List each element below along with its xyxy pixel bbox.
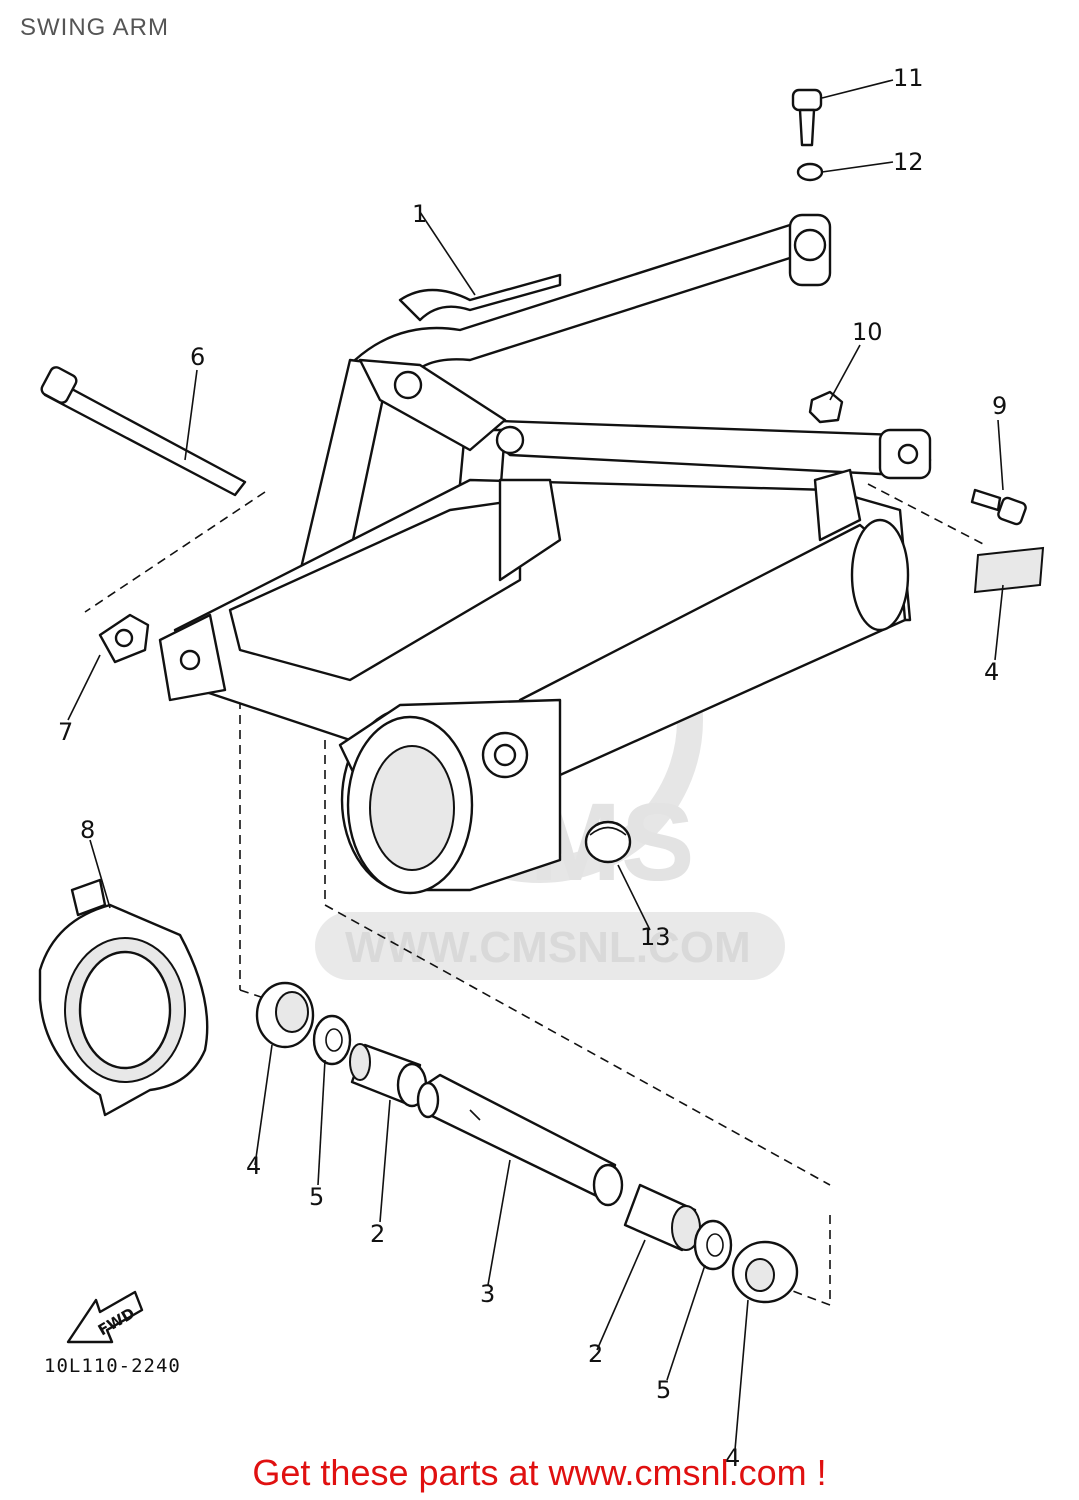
callout-7: 7 (58, 718, 73, 746)
leader-lines (67, 79, 1004, 1451)
callout-4-plate: 4 (984, 658, 999, 686)
callout-11: 11 (893, 64, 924, 92)
part-10-nut (808, 390, 844, 424)
callout-6: 6 (190, 343, 205, 371)
drawing-code: 10L110-2240 (44, 1355, 181, 1377)
part-8-cover (38, 878, 209, 1117)
fwd-arrow: FWD (66, 1290, 144, 1344)
part-3-collar-shaft (416, 1073, 624, 1207)
footer-link[interactable]: Get these parts at www.cmsnl.com ! (252, 1452, 827, 1493)
callout-4-left: 4 (246, 1152, 261, 1180)
part-4-oil-seal-right (731, 1240, 799, 1304)
part-4-oil-seal-left (255, 981, 315, 1049)
callout-8: 8 (80, 816, 95, 844)
part-13-cap (584, 820, 632, 864)
part-12-washer (796, 162, 824, 182)
part-2-bearing-left (349, 1043, 428, 1108)
callout-13: 13 (640, 923, 671, 951)
page-title: SWING ARM (20, 14, 170, 41)
part-4-label-plate (973, 546, 1045, 594)
part-6-pivot-shaft (40, 366, 247, 497)
callout-10: 10 (852, 318, 883, 346)
callout-5-left: 5 (309, 1183, 324, 1211)
part-11-bolt (791, 88, 823, 147)
part-5-washer-right (693, 1219, 733, 1271)
watermark-url: WWW.CMSNL.COM (345, 923, 751, 972)
assembly-guide-lines (84, 483, 986, 1307)
callout-1: 1 (412, 200, 427, 228)
callout-12: 12 (893, 148, 924, 176)
callout-2-left: 2 (370, 1220, 385, 1248)
callout-2-right: 2 (588, 1340, 603, 1368)
callout-labels: 1 2 2 3 4 4 4 5 5 6 7 8 9 10 11 12 13 (58, 64, 1007, 1472)
part-7-plate (98, 613, 150, 664)
callout-4-right: 4 (725, 1444, 740, 1472)
swing-arm-frame (158, 213, 932, 895)
part-5-washer-left (312, 1014, 352, 1066)
callout-3: 3 (480, 1280, 495, 1308)
callout-9: 9 (992, 392, 1007, 420)
part-2-bearing-right (623, 1183, 701, 1252)
callout-5-right: 5 (656, 1376, 671, 1404)
part-9-bolt (970, 488, 1027, 526)
